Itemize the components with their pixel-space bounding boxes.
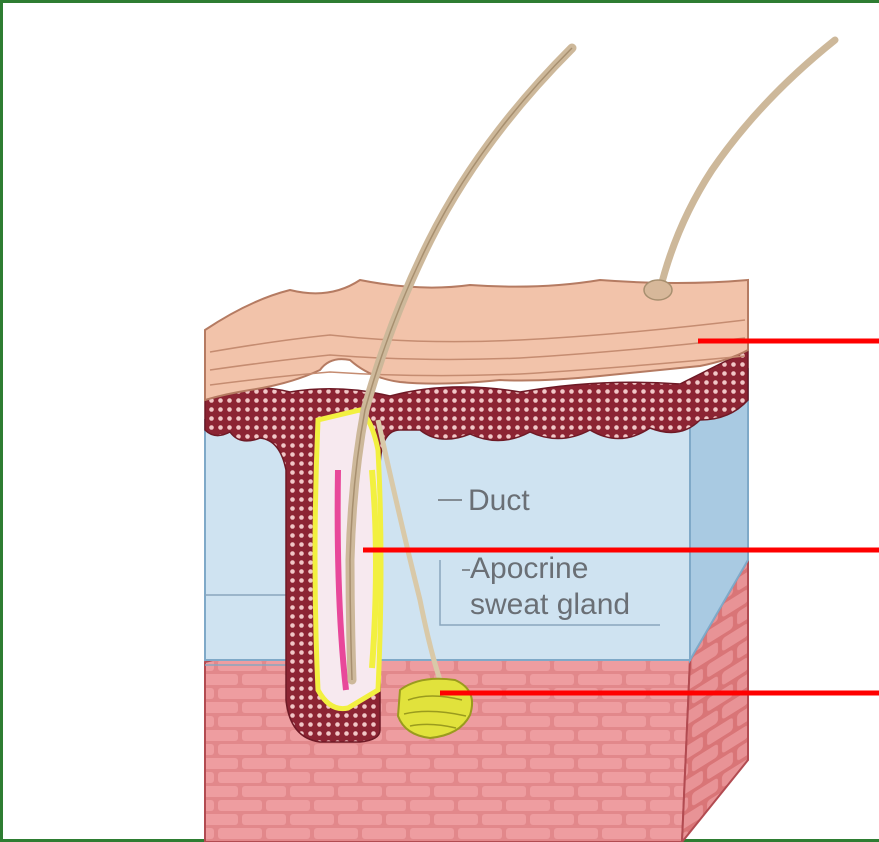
duct-label: Duct [468,484,530,517]
gland-label-line1: Apocrine [470,552,588,585]
hair-shaft-secondary [644,40,835,300]
gland-label-line2: sweat gland [470,588,630,621]
